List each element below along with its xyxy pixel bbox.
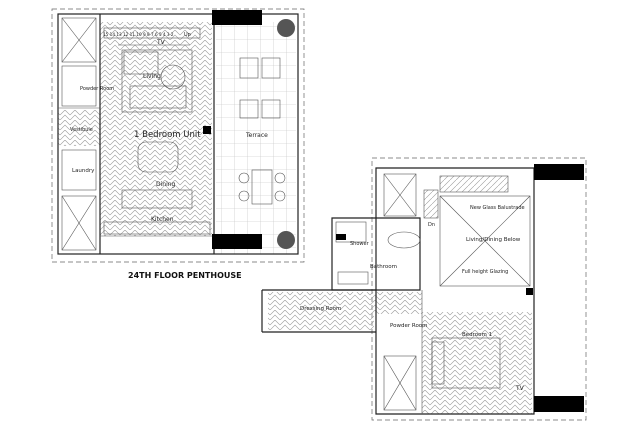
lower-cross-2 [383, 173, 417, 217]
terrace-chair-2 [238, 190, 250, 202]
redaction-block-top [212, 10, 262, 25]
cabinet-cross-4 [61, 195, 97, 251]
dining-table [137, 141, 179, 173]
lower-boundary [371, 157, 587, 421]
upper-outer-wall [57, 13, 299, 255]
bathroom-wall [331, 217, 421, 291]
label-vestibule: Vestibule [70, 127, 93, 133]
upper-stair-strip [103, 27, 201, 39]
bathtub [387, 231, 421, 249]
shower-tray [335, 221, 367, 243]
lower-cabinet-top [383, 173, 417, 217]
lower-redaction-left [336, 234, 346, 240]
lower-stair [439, 175, 509, 193]
label-bathroom: Bathroom [370, 264, 397, 270]
lower-column [526, 288, 533, 295]
planter-top [277, 19, 295, 37]
vestibule-herringbone-floor [58, 110, 100, 146]
label-tv-upper: TV [156, 39, 166, 46]
label-laundry: Laundry [72, 168, 95, 174]
label-living-dining-below: Living/Dining Below [466, 237, 521, 243]
label-up: Up [184, 32, 191, 38]
pillows [431, 341, 445, 385]
service-cabinet-bottom [61, 195, 97, 251]
label-dressing-room: Dressing Room [300, 306, 341, 312]
stair-side [423, 189, 439, 219]
lower-redaction-bottom [534, 396, 584, 412]
lower-floor-plan: Dn New Glass Balustrade Living/Dining Be… [261, 157, 587, 421]
terrace-chair-1 [238, 172, 250, 184]
label-stair-numbers: 15 14 13 12 11 10 9 8 7 6 5 4 3 2 [103, 32, 174, 37]
terrace-lounge-2 [261, 57, 281, 79]
label-living: Living [143, 73, 161, 80]
label-powder-room-lower: Powder Room [390, 323, 428, 329]
dressing-herringbone-floor [268, 292, 374, 330]
kitchen-island [121, 189, 193, 209]
lower-redaction-top [534, 164, 584, 180]
void-living-below [439, 195, 531, 287]
sofa-left [123, 51, 159, 75]
upper-herringbone-floor [100, 22, 212, 236]
terrace-chair-3 [274, 172, 286, 184]
upper-floor-plan: 15 14 13 12 11 10 9 8 7 6 5 4 3 2 Up TV … [51, 8, 305, 280]
corridor-herringbone-floor [374, 292, 422, 314]
label-bedroom: Bedroom 1 [462, 332, 492, 338]
label-powder-room-upper: Powder Room [80, 86, 114, 92]
label-dining: Dining [156, 181, 176, 188]
label-new-glass: New Glass Balustrade [470, 205, 525, 211]
label-tv-lower: TV [515, 385, 525, 392]
lower-cross-4 [383, 355, 417, 411]
terrace-table [251, 169, 273, 205]
label-dn: Dn [428, 222, 435, 228]
living-round-table [160, 64, 186, 90]
terrace-lounge-4 [261, 99, 281, 119]
terrace-grid-floor [216, 22, 296, 254]
label-full-height: Full height Glazing [462, 269, 508, 275]
upper-boundary [51, 8, 305, 263]
sofa-bottom [129, 85, 187, 109]
void-diagonal-2 [439, 195, 531, 287]
powder-room-upper-box [61, 65, 97, 107]
label-kitchen: Kitchen [151, 216, 174, 223]
terrace-lounge-3 [239, 99, 259, 119]
lower-cabinet-bottom [383, 355, 417, 411]
laundry-box [61, 149, 97, 191]
label-terrace: Terrace [245, 132, 268, 139]
label-unit: 1 Bedroom Unit [134, 130, 201, 140]
vanity [337, 271, 369, 285]
column [203, 126, 211, 134]
kitchen-counter [103, 221, 211, 235]
plan-title: 24TH FLOOR PENTHOUSE [128, 271, 242, 280]
service-cabinet-top [61, 17, 97, 63]
redaction-block-bottom [212, 234, 262, 249]
bedroom-herringbone-floor [422, 312, 532, 414]
label-shower: Shower [350, 241, 370, 247]
terrace-lounge-1 [239, 57, 259, 79]
rug [121, 49, 193, 113]
cabinet-cross-2 [61, 17, 97, 63]
planter-bottom [277, 231, 295, 249]
terrace-chair-4 [274, 190, 286, 202]
